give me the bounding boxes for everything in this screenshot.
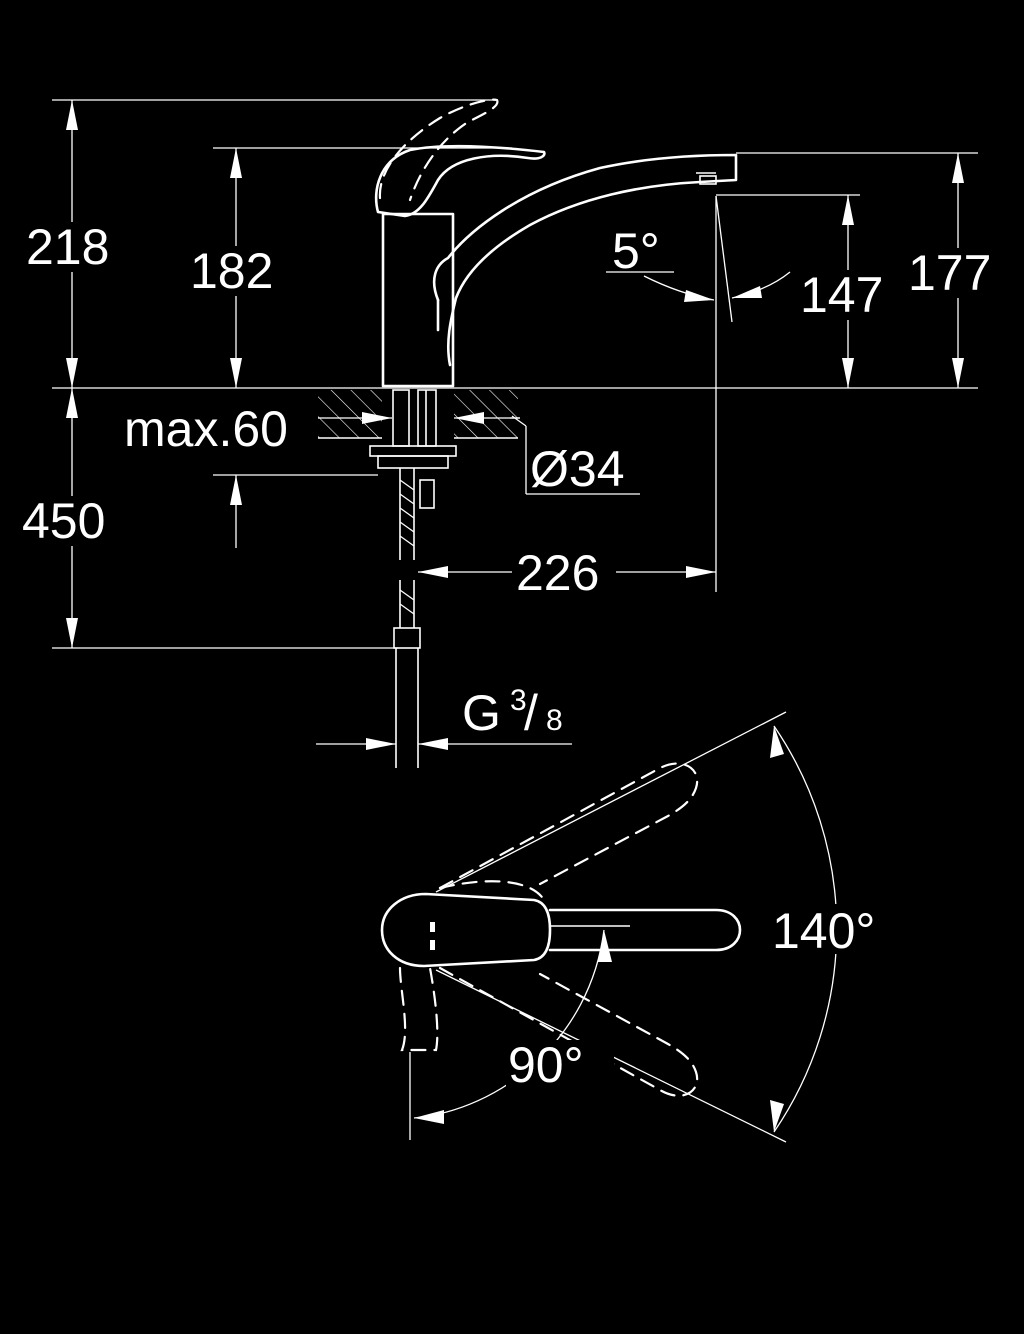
dimension-226: 226 bbox=[418, 196, 717, 601]
dimension-total-height: 218 bbox=[26, 219, 109, 275]
top-view: 90° 140° bbox=[380, 711, 898, 1143]
dimension-spout-reach: 226 bbox=[516, 545, 599, 601]
dimension-hole-diameter: Ø34 bbox=[530, 441, 625, 497]
dimension-5-degrees: 5° bbox=[606, 195, 791, 323]
dimension-body-height: 182 bbox=[190, 243, 273, 299]
supply-hose bbox=[393, 468, 435, 768]
dimension-connection-numerator: 3 bbox=[510, 684, 527, 717]
dimension-spout-angle: 5° bbox=[612, 223, 660, 279]
dimension-182: 182 bbox=[188, 148, 288, 388]
dimension-g-3-8: G 3 / 8 bbox=[316, 684, 572, 750]
dimension-connection-slash: / bbox=[524, 685, 538, 741]
spout-swing-upper bbox=[438, 762, 699, 890]
dimension-90-degrees: 90° bbox=[409, 929, 614, 1140]
dimension-147: 147 bbox=[798, 195, 898, 388]
spout-swing-lower bbox=[438, 966, 699, 1097]
dimension-diameter-34: Ø34 bbox=[511, 415, 640, 497]
dimension-177: 177 bbox=[906, 153, 1006, 388]
dimension-swivel-angle: 140° bbox=[772, 903, 875, 959]
dimension-spout-top-height: 177 bbox=[908, 245, 991, 301]
dimension-lever-angle: 90° bbox=[508, 1037, 584, 1093]
dimension-below-deck: 450 bbox=[22, 493, 105, 549]
dimension-max-deck-thickness: max.60 bbox=[124, 401, 288, 457]
dimension-max-60: max.60 bbox=[124, 401, 520, 457]
dimension-450: 450 bbox=[18, 388, 242, 648]
dimension-218: 218 bbox=[22, 100, 122, 388]
side-view: 218 182 450 max.60 bbox=[18, 98, 1006, 768]
dimension-connection-thread: G bbox=[462, 685, 501, 741]
dimension-140-degrees: 140° bbox=[768, 903, 898, 959]
spout-top-outline bbox=[380, 892, 742, 968]
worktop-section bbox=[318, 389, 518, 469]
tap-body bbox=[374, 98, 738, 388]
dimension-spout-reach-height: 147 bbox=[800, 267, 883, 323]
dimension-connection-denominator: 8 bbox=[546, 704, 563, 737]
